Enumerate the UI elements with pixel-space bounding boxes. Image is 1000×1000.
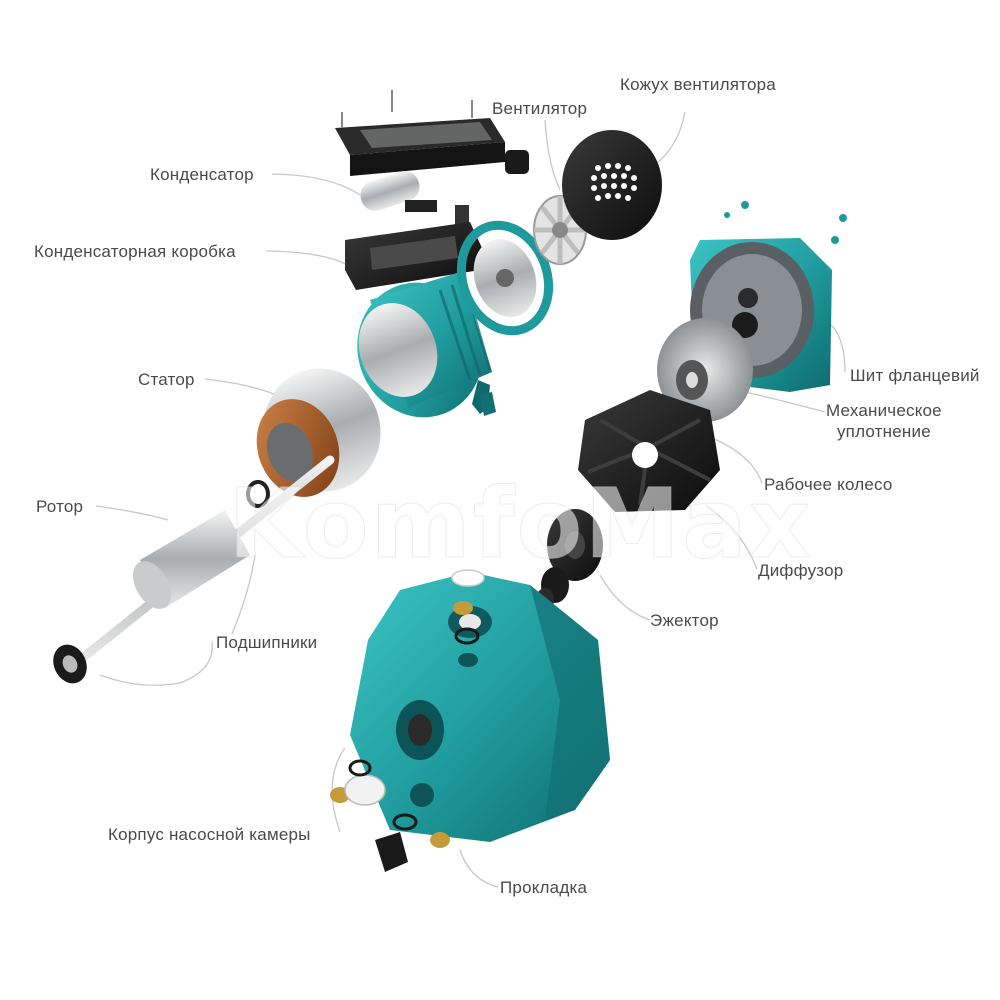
leader-fan <box>544 119 561 191</box>
label-fan: Вентилятор <box>492 99 588 118</box>
label-diffuser: Диффузор <box>758 561 844 580</box>
stator <box>256 368 381 497</box>
leader-capacitor-box <box>265 250 353 269</box>
label-fan-cover: Кожух вентилятора <box>620 75 776 94</box>
impeller <box>578 390 720 512</box>
leader-impeller <box>711 437 763 484</box>
leader-gasket <box>459 849 499 888</box>
bearings <box>53 480 270 684</box>
label-rotor: Ротор <box>36 497 84 516</box>
leader-bearings <box>99 641 213 686</box>
label-gasket: Прокладка <box>500 878 588 897</box>
capacitor-box <box>345 222 482 290</box>
capacitor-box-lid <box>335 90 505 176</box>
leader-mechanical-seal <box>744 391 826 413</box>
label-capacitor: Конденсатор <box>150 165 254 184</box>
leader-bearings-2 <box>231 554 256 635</box>
mechanical-seal <box>657 318 753 422</box>
watermark: KomfoMax <box>228 468 813 581</box>
label-capacitor-box: Конденсаторная коробка <box>34 242 236 261</box>
leader-lines <box>95 111 846 888</box>
leader-rotor <box>95 505 169 521</box>
pump-chamber-housing <box>350 569 610 842</box>
plugs-and-gaskets <box>330 392 496 872</box>
diffuser <box>547 509 603 581</box>
fan-cover <box>505 130 662 240</box>
label-pump-chamber-housing: Корпус насосной камеры <box>108 825 311 844</box>
label-flange-shield: Шит фланцевий <box>850 366 980 385</box>
label-mechanical-seal: Механическое уплотнение <box>826 401 942 441</box>
label-stator: Статор <box>138 370 195 389</box>
rotor <box>75 455 335 665</box>
leader-housing <box>331 747 346 833</box>
label-ejector: Эжектор <box>650 611 719 630</box>
leader-diffuser <box>704 504 758 570</box>
label-impeller: Рабочее колесо <box>764 475 893 494</box>
rear-bracket <box>456 220 554 336</box>
capacitor <box>360 171 469 225</box>
leader-ejector <box>599 574 651 621</box>
label-bearings: Подшипники <box>216 633 318 652</box>
leader-capacitor <box>271 173 361 196</box>
